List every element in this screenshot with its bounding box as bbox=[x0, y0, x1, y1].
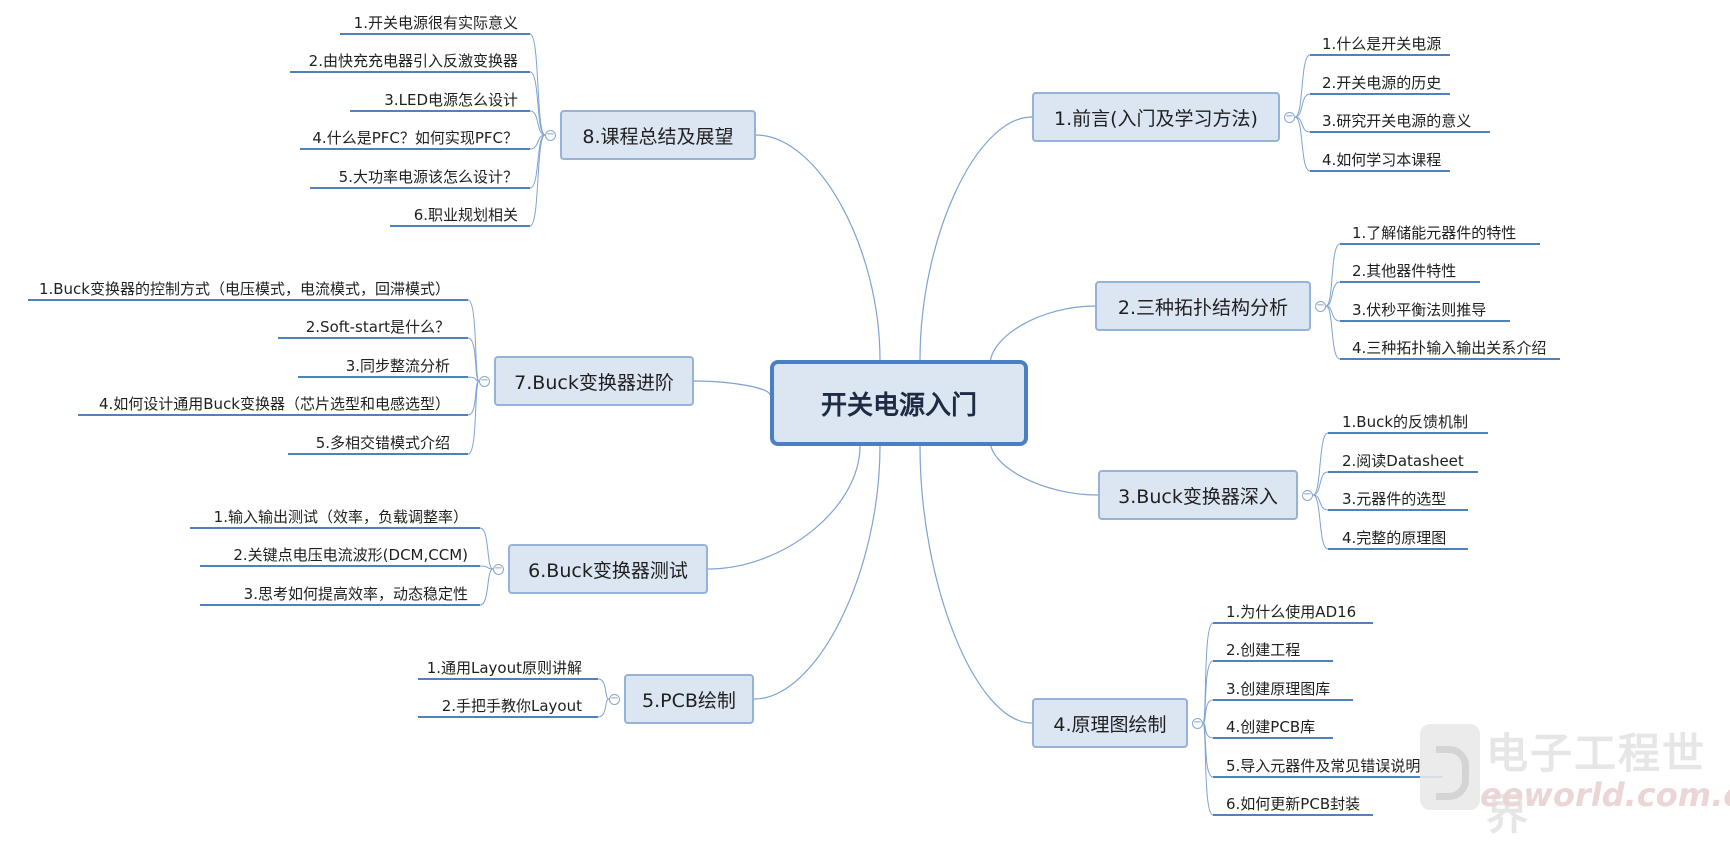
branch-8-node[interactable]: 8.课程总结及展望 bbox=[560, 110, 756, 160]
leaf-connector bbox=[1294, 54, 1311, 118]
leaf-item[interactable]: 2.手把手教你Layout bbox=[441, 697, 582, 715]
leaf-connector bbox=[467, 299, 480, 382]
leaf-item[interactable]: 3.伏秒平衡法则推导 bbox=[1352, 301, 1487, 319]
leaf-connector bbox=[1312, 471, 1329, 496]
leaf-item[interactable]: 2.关键点电压电流波形(DCM,CCM) bbox=[233, 546, 468, 564]
branch-label: 2.三种拓扑结构分析 bbox=[1117, 296, 1289, 319]
leaf-item[interactable]: 2.开关电源的历史 bbox=[1322, 74, 1442, 92]
leaf-item[interactable]: 3.元器件的选型 bbox=[1342, 490, 1447, 508]
leaf-connector bbox=[1202, 722, 1214, 816]
leaf-connector bbox=[467, 337, 480, 382]
leaf-connector bbox=[1312, 432, 1329, 496]
leaf-item[interactable]: 4.如何学习本课程 bbox=[1322, 151, 1442, 169]
branch-label: 7.Buck变换器进阶 bbox=[514, 371, 674, 394]
leaf-item[interactable]: 3.同步整流分析 bbox=[345, 357, 450, 375]
leaf-item[interactable]: 1.开关电源很有实际意义 bbox=[353, 14, 518, 32]
leaf-connector bbox=[1202, 622, 1214, 724]
leaf-item[interactable]: 4.什么是PFC？如何实现PFC？ bbox=[312, 129, 518, 147]
leaf-connector bbox=[529, 110, 546, 136]
leaf-item[interactable]: 4.完整的原理图 bbox=[1342, 529, 1447, 547]
leaf-item[interactable]: 4.如何设计通用Buck变换器（芯片选型和电感选型） bbox=[98, 395, 450, 413]
branch-connector bbox=[989, 439, 1099, 496]
branch-connector bbox=[707, 445, 861, 570]
leaf-item[interactable]: 5.大功率电源该怎么设计？ bbox=[338, 168, 518, 186]
branch-label: 8.课程总结及展望 bbox=[582, 125, 734, 148]
leaf-item[interactable]: 2.Soft-start是什么？ bbox=[305, 318, 450, 336]
branch-3-node[interactable]: 3.Buck变换器深入 bbox=[1098, 470, 1298, 520]
leaf-connector bbox=[1312, 494, 1329, 550]
root-topic-label: 开关电源入门 bbox=[820, 390, 977, 421]
leaf-connector bbox=[1325, 305, 1341, 360]
leaf-item[interactable]: 1.什么是开关电源 bbox=[1322, 35, 1442, 53]
collapse-toggle-icon[interactable]: − bbox=[609, 693, 620, 705]
branch-label: 4.原理图绘制 bbox=[1053, 713, 1167, 736]
leaf-item[interactable]: 2.其他器件特性 bbox=[1352, 262, 1457, 280]
leaf-item[interactable]: 2.由快充充电器引入反激变换器 bbox=[308, 52, 518, 70]
leaf-item[interactable]: 3.LED电源怎么设计 bbox=[384, 91, 518, 109]
leaf-connector bbox=[479, 527, 494, 570]
leaf-connector bbox=[467, 380, 480, 455]
collapse-toggle-icon[interactable]: − bbox=[493, 563, 504, 575]
root-topic[interactable]: 开关电源入门 bbox=[770, 360, 1028, 446]
leaf-item[interactable]: 3.研究开关电源的意义 bbox=[1322, 112, 1472, 130]
branch-label: 6.Buck变换器测试 bbox=[528, 559, 688, 582]
leaf-item[interactable]: 4.创建PCB库 bbox=[1226, 718, 1316, 736]
collapse-toggle-icon[interactable]: − bbox=[1315, 300, 1326, 312]
branch-connector bbox=[989, 305, 1096, 366]
leaf-item[interactable]: 1.Buck的反馈机制 bbox=[1342, 413, 1469, 431]
leaf-connector bbox=[479, 565, 494, 570]
leaf-connector bbox=[467, 376, 480, 382]
leaf-item[interactable]: 1.通用Layout原则讲解 bbox=[426, 659, 582, 677]
leaf-connector bbox=[1325, 243, 1341, 307]
eeworld-logo-icon bbox=[1420, 724, 1480, 810]
branch-4-node[interactable]: 4.原理图绘制 bbox=[1032, 698, 1188, 748]
collapse-toggle-icon[interactable]: − bbox=[1302, 489, 1313, 501]
leaf-item[interactable]: 6.如何更新PCB封装 bbox=[1226, 795, 1361, 813]
leaf-connector bbox=[529, 71, 546, 136]
collapse-toggle-icon[interactable]: − bbox=[545, 129, 556, 141]
leaf-item[interactable]: 3.思考如何提高效率，动态稳定性 bbox=[243, 585, 468, 603]
leaf-item[interactable]: 1.了解储能元器件的特性 bbox=[1352, 224, 1517, 242]
leaf-connector bbox=[1325, 281, 1341, 307]
collapse-toggle-icon[interactable]: − bbox=[1284, 111, 1295, 123]
leaf-connector bbox=[1294, 93, 1311, 118]
branch-2-node[interactable]: 2.三种拓扑结构分析 bbox=[1095, 281, 1311, 331]
leaf-connector bbox=[597, 698, 610, 718]
branch-label: 3.Buck变换器深入 bbox=[1118, 485, 1278, 508]
branch-connector bbox=[919, 116, 1033, 361]
leaf-item[interactable]: 5.导入元器件及常见错误说明 bbox=[1226, 757, 1421, 775]
leaf-item[interactable]: 5.多相交错模式介绍 bbox=[315, 434, 450, 452]
leaf-connector bbox=[1202, 660, 1214, 724]
leaf-connector bbox=[1202, 699, 1214, 724]
leaf-item[interactable]: 3.创建原理图库 bbox=[1226, 680, 1331, 698]
leaf-connector bbox=[1294, 116, 1311, 172]
watermark-url: eeworld.com.cn bbox=[1480, 776, 1730, 814]
branch-6-node[interactable]: 6.Buck变换器测试 bbox=[508, 544, 708, 594]
branch-1-node[interactable]: 1.前言(入门及学习方法) bbox=[1032, 92, 1280, 142]
watermark-title: 电子工程世界 bbox=[1486, 729, 1707, 839]
leaf-item[interactable]: 2.阅读Datasheet bbox=[1342, 452, 1464, 470]
collapse-toggle-icon[interactable]: − bbox=[1192, 717, 1203, 729]
branch-connector bbox=[755, 134, 881, 361]
leaf-connector bbox=[529, 33, 546, 136]
leaf-item[interactable]: 4.三种拓扑输入输出关系介绍 bbox=[1352, 339, 1547, 357]
branch-label: 1.前言(入门及学习方法) bbox=[1054, 107, 1258, 130]
watermark-logo: 电子工程世界 eeworld.com.cn bbox=[1420, 720, 1730, 839]
leaf-connector bbox=[529, 134, 546, 227]
branch-7-node[interactable]: 7.Buck变换器进阶 bbox=[494, 356, 694, 406]
collapse-toggle-icon[interactable]: − bbox=[479, 375, 490, 387]
leaf-item[interactable]: 1.输入输出测试（效率，负载调整率） bbox=[213, 508, 468, 526]
leaf-item[interactable]: 2.创建工程 bbox=[1226, 641, 1301, 659]
branch-label: 5.PCB绘制 bbox=[642, 689, 736, 712]
leaf-connector bbox=[597, 678, 610, 700]
leaf-item[interactable]: 1.为什么使用AD16 bbox=[1226, 603, 1357, 621]
leaf-connector bbox=[479, 568, 494, 606]
branch-connector bbox=[693, 380, 771, 396]
leaf-item[interactable]: 1.Buck变换器的控制方式（电压模式，电流模式，回滞模式） bbox=[38, 280, 450, 298]
branch-5-node[interactable]: 5.PCB绘制 bbox=[624, 674, 754, 724]
branch-connector bbox=[753, 445, 881, 700]
leaf-item[interactable]: 6.职业规划相关 bbox=[413, 206, 518, 224]
branch-connector bbox=[919, 445, 1033, 724]
